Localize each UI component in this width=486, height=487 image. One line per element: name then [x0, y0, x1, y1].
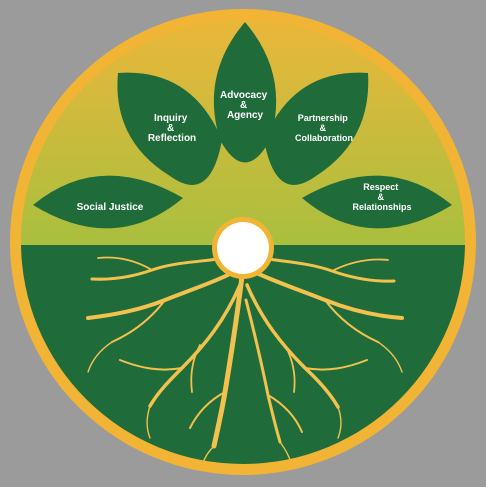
root-twig-2	[324, 299, 379, 343]
petal-partnership-collaboration	[264, 72, 369, 185]
petals	[33, 22, 452, 229]
label-partnership-collaboration: Partnership & Collaboration	[295, 113, 353, 143]
petal-social-justice	[33, 175, 183, 229]
label-line: Social Justice	[77, 202, 144, 213]
label-line: Inquiry	[154, 113, 188, 124]
label-line: Collaboration	[295, 133, 353, 143]
root-twig-11	[87, 341, 113, 373]
label-line: Respect	[363, 182, 398, 192]
root-main	[211, 265, 246, 449]
root-twig-15	[201, 445, 215, 464]
center-circle-inner	[217, 222, 269, 274]
petal-advocacy-agency	[213, 22, 277, 163]
label-line: Agency	[227, 110, 264, 121]
roots	[86, 256, 404, 464]
petal-inquiry-reflection	[117, 72, 222, 185]
label-advocacy-agency: Advocacy & Agency	[220, 90, 270, 121]
petal-respect-relationships	[302, 175, 452, 229]
label-line: &	[167, 123, 174, 134]
label-social-justice: Social Justice	[77, 202, 144, 213]
root-twig-5	[189, 391, 226, 429]
label-inquiry-reflection: Inquiry & Reflection	[148, 113, 196, 144]
label-line: &	[240, 100, 247, 111]
root-twig-12	[377, 341, 403, 373]
root-twig-9	[190, 344, 201, 393]
label-line: &	[319, 123, 326, 133]
root-right-lower	[245, 283, 340, 409]
label-respect-relationships: Respect & Relationships	[352, 182, 411, 212]
root-twig-1	[111, 299, 166, 343]
root-twig-13	[146, 405, 151, 439]
root-twig-3	[119, 359, 183, 371]
label-line: Partnership	[298, 113, 349, 123]
root-twig-4	[304, 359, 368, 371]
label-line: &	[377, 192, 384, 202]
root-twig-8	[331, 258, 389, 272]
root-twig-7	[97, 256, 153, 271]
root-twig-10	[284, 344, 296, 393]
root-left-lower	[148, 283, 242, 408]
root-twig-14	[337, 406, 342, 439]
label-line: Advocacy	[220, 90, 268, 101]
label-line: Reflection	[148, 133, 196, 144]
label-line: Relationships	[352, 202, 411, 212]
root-twig-6	[267, 394, 303, 433]
petal-labels: Social Justice Inquiry & Reflection Advo…	[77, 90, 412, 213]
